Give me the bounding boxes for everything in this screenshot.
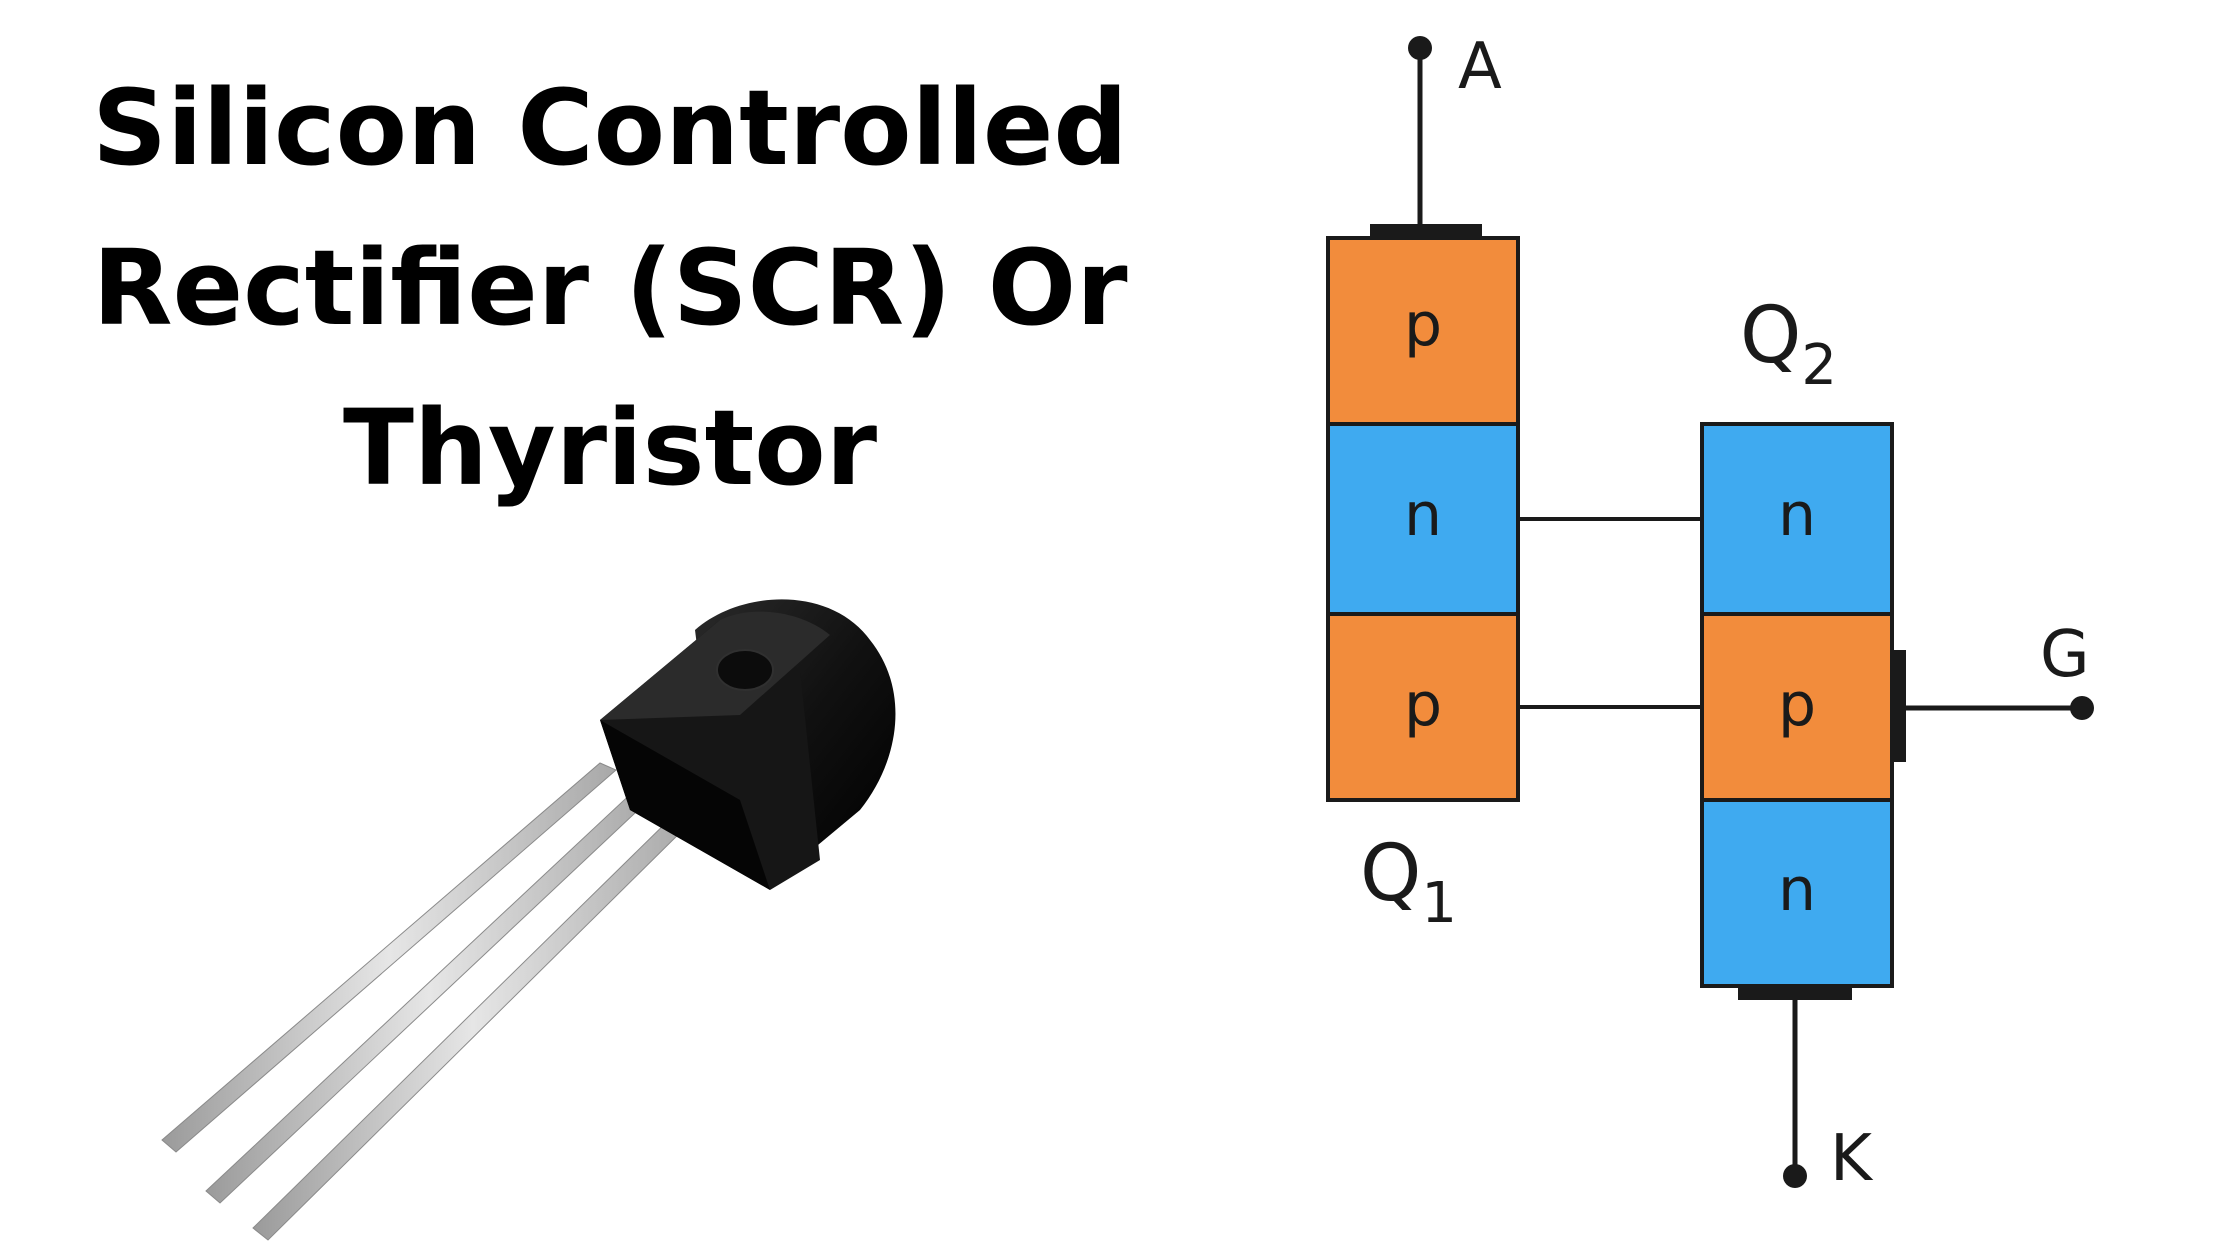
body-mold-mark <box>716 649 774 691</box>
lead-middle <box>205 788 653 1204</box>
body-bottom-face <box>600 720 770 890</box>
q2-label: Q2 <box>1740 291 1837 398</box>
scr-two-transistor-diagram: A p n p Q1 n p n Q2 G K <box>1326 30 2094 1196</box>
q2-layer-n-top-letter: n <box>1778 480 1816 550</box>
anode-contact-plate <box>1370 224 1482 238</box>
cathode-terminal: K <box>1738 986 1874 1196</box>
anode-label: A <box>1458 30 1502 104</box>
q2-label-letter: Q <box>1740 291 1801 381</box>
lead-left <box>161 762 617 1153</box>
body-top-face <box>600 611 830 720</box>
title-line-1: Silicon Controlled <box>92 67 1128 189</box>
component-body <box>600 599 896 890</box>
anode-node-dot <box>1408 36 1432 60</box>
q2-label-subscript: 2 <box>1801 333 1837 398</box>
q1-label: Q1 <box>1360 829 1457 936</box>
page-title: Silicon Controlled Rectifier (SCR) Or Th… <box>40 48 1180 528</box>
q2-layer-p-middle <box>1700 612 1894 802</box>
interconnect-wires <box>1518 517 1702 709</box>
gate-contact-plate <box>1892 650 1906 762</box>
component-leads <box>161 762 693 1241</box>
scr-component-photo <box>161 599 896 1241</box>
q2-layer-p-middle-letter: p <box>1778 670 1816 740</box>
q1-layer-n-middle-letter: n <box>1404 480 1442 550</box>
q1-label-letter: Q <box>1360 829 1421 919</box>
q1-label-subscript: 1 <box>1421 871 1457 936</box>
gate-terminal: G <box>1892 618 2094 762</box>
q2-layer-n-bottom-letter: n <box>1778 855 1816 925</box>
cathode-node-dot <box>1783 1164 1807 1188</box>
q2-transistor: n p n Q2 <box>1700 291 1894 988</box>
cathode-contact-plate <box>1738 986 1852 1000</box>
q1-layer-p-bottom <box>1326 612 1520 802</box>
anode-terminal: A <box>1370 30 1502 238</box>
title-line-3: Thyristor <box>342 387 878 509</box>
q1-layer-p-bottom-letter: p <box>1404 670 1442 740</box>
gate-node-dot <box>2070 696 2094 720</box>
q2-layer-n-bottom <box>1700 798 1894 988</box>
gate-label: G <box>2040 618 2090 692</box>
title-line-2: Rectifier (SCR) Or <box>92 227 1128 349</box>
q1-transistor: p n p Q1 <box>1326 236 1520 936</box>
q1-layer-p-top-letter: p <box>1404 290 1442 360</box>
cathode-label: K <box>1830 1122 1874 1196</box>
q2-layer-n-top <box>1700 422 1894 616</box>
